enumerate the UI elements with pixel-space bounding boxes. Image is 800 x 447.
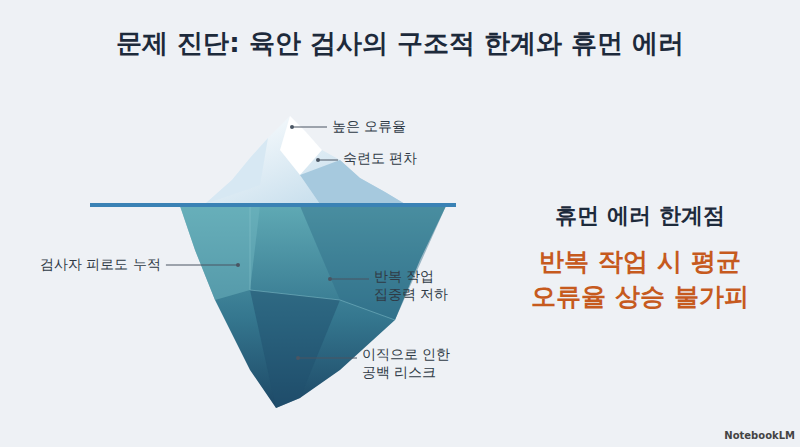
leader-line (166, 265, 238, 266)
callout-label: 높은 오류율 (332, 118, 406, 136)
leader-line (298, 358, 357, 359)
leader-dot (236, 263, 240, 267)
iceberg-facet (250, 290, 340, 408)
leader-dot (328, 277, 332, 281)
slide-title: 문제 진단: 육안 검사의 구조적 한계와 휴먼 에러 (0, 26, 800, 61)
leader-dot (316, 158, 320, 162)
callout-label: 숙련도 편차 (343, 150, 417, 168)
callout-label: 반복 작업 집중력 저하 (374, 268, 466, 303)
water-line (90, 203, 456, 207)
iceberg-facet (300, 160, 405, 204)
iceberg-crease (250, 206, 395, 320)
leader-dot (296, 356, 300, 360)
leader-line (292, 127, 327, 128)
iceberg-facet (180, 206, 260, 300)
leader-line (330, 279, 369, 280)
highlight-statement: 반복 작업 시 평균 오류율 상승 불가피 (515, 244, 765, 314)
callout-label: 이직으로 인한 공백 리스크 (362, 346, 470, 381)
callout-label: 검사자 피로도 누적 (40, 256, 161, 274)
iceberg-facet (205, 138, 268, 204)
iceberg-facet (280, 116, 322, 175)
highlight-heading: 휴먼 에러 한계점 (555, 202, 724, 230)
leader-line (318, 160, 338, 161)
leader-dot (290, 125, 294, 129)
watermark: NotebookLM (724, 430, 795, 443)
